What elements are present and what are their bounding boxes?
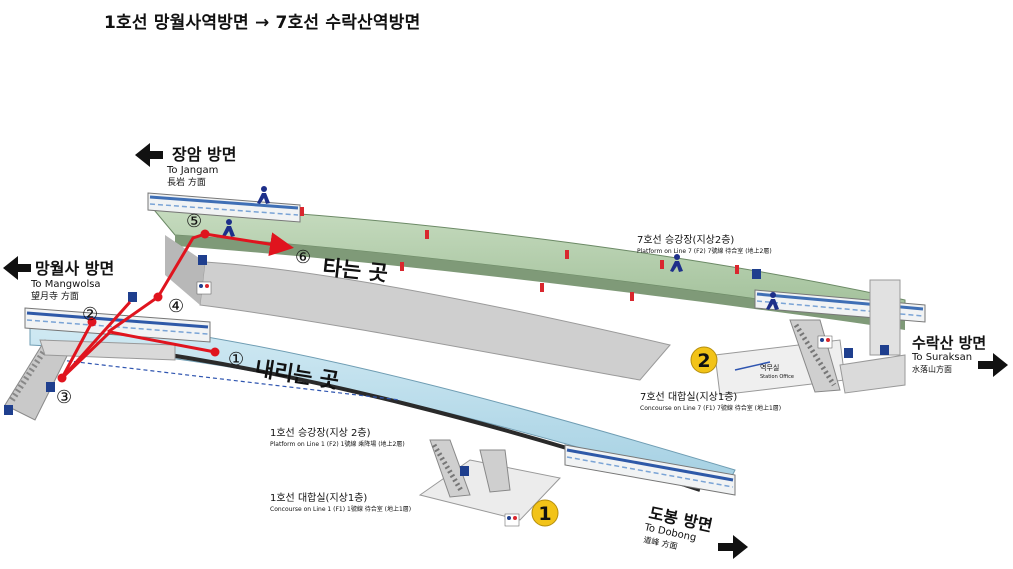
line7-concourse-sublabel: Concourse on Line 7 (F1) 7號線 待合室 (地上1層)	[640, 404, 781, 412]
line7-platform-sublabel: Platform on Line 7 (F2) 7號線 待合室 (地上2層)	[637, 247, 772, 255]
direction-dobong: 도봉 방면 To Dobong 道峰 方面	[642, 503, 748, 559]
jangam-en: To Jangam	[166, 165, 218, 176]
mangwolsa-ko: 망월사 방면	[35, 259, 114, 278]
mangwolsa-en: To Mangwolsa	[30, 279, 101, 290]
line1-platform-label: 1호선 승강장(지상 2층)	[270, 427, 371, 439]
elevator-icon	[4, 255, 889, 476]
arrow-left-icon	[135, 143, 163, 167]
route-step-6: ⑥	[295, 247, 311, 268]
route-step-3: ③	[56, 387, 72, 408]
jangam-hanja: 長岩 方面	[167, 176, 206, 188]
line7-platform	[148, 204, 906, 381]
line7-platform-label: 7호선 승강장(지상2층)	[637, 234, 734, 246]
jangam-ko: 장암 방면	[172, 145, 236, 164]
line1-platform-sublabel: Platform on Line 1 (F2) 1號線 乘降場 (地上2層)	[270, 440, 405, 448]
station-office-label: 역무실	[760, 363, 779, 372]
direction-mangwolsa: 망월사 방면 To Mangwolsa 望月寺 方面	[3, 256, 114, 302]
route-waypoints	[57, 229, 220, 383]
restroom-icon	[196, 281, 833, 527]
suraksan-ko: 수락산 방면	[912, 334, 986, 352]
left-stair	[4, 339, 176, 421]
station-office-sublabel: Station Office	[760, 374, 794, 380]
mangwolsa-hanja: 望月寺 方面	[31, 290, 79, 302]
fire-extinguisher-icon	[300, 207, 739, 301]
arrow-right-icon	[978, 353, 1008, 377]
running-person-icon	[222, 186, 779, 310]
line1-concourse-sublabel: Concourse on Line 1 (F1) 1號線 待合室 (地上1層)	[270, 505, 411, 513]
line7-concourse-label: 7호선 대합실(지상1층)	[640, 391, 737, 403]
line1-concourse-label: 1호선 대합실(지상1층)	[270, 492, 367, 504]
line7-concourse	[714, 279, 906, 396]
transfer-route	[60, 232, 294, 380]
route-step-5: ⑤	[186, 211, 202, 232]
suraksan-hanja: 水落山方面	[912, 364, 952, 374]
direction-jangam: 장암 방면 To Jangam 長岩 方面	[135, 143, 236, 188]
direction-suraksan: 수락산 방면 To Suraksan 水落山方面	[911, 334, 1008, 377]
route-step-4: ④	[168, 296, 184, 317]
route-step-1: ①	[228, 349, 244, 370]
badge-1-text: 1	[538, 503, 551, 525]
line1-concourse	[418, 439, 561, 521]
arrow-left-icon	[3, 256, 31, 280]
page-title: 1호선 망월사역방면 → 7호선 수락산역방면	[104, 13, 421, 33]
train-line1-right	[564, 444, 736, 496]
badge-2-text: 2	[697, 350, 710, 372]
arrow-right-icon	[718, 535, 748, 559]
route-step-2: ②	[82, 304, 98, 325]
train-line7-left	[147, 192, 301, 223]
concourse-badge-1: 1	[531, 499, 559, 527]
suraksan-en: To Suraksan	[911, 352, 972, 363]
concourse-badge-2: 2	[690, 346, 718, 374]
